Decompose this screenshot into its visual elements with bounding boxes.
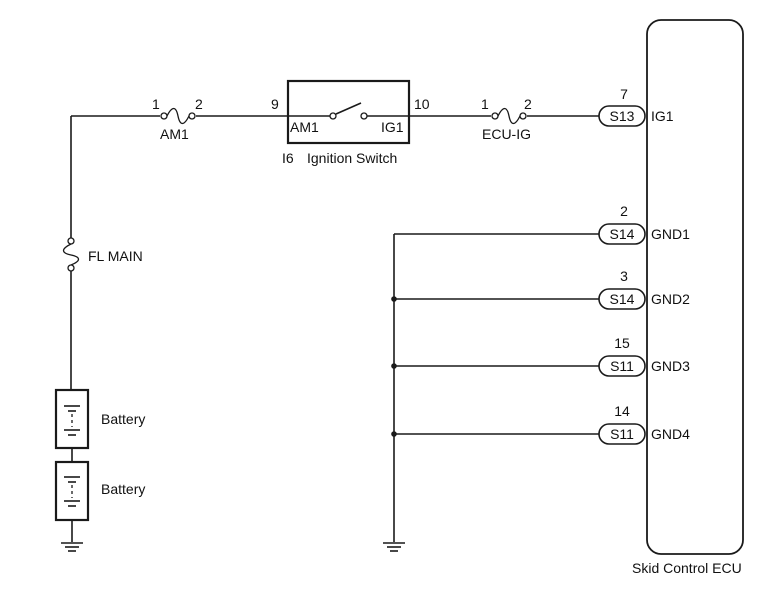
- terminal-name: IG1: [651, 108, 674, 124]
- ecu-ig-pin-right: 2: [524, 96, 532, 112]
- terminal-connector: S13: [610, 108, 635, 124]
- battery-1: Battery: [54, 388, 145, 450]
- terminal-connector: S14: [610, 226, 635, 242]
- ignition-terminal-ig1: IG1: [381, 119, 404, 135]
- ignition-terminal-am1: AM1: [290, 119, 319, 135]
- terminal-pin: 3: [620, 268, 628, 284]
- ignition-switch: 9 10 AM1 IG1 I6 Ignition Switch: [271, 79, 430, 166]
- ecu-label: Skid Control ECU: [632, 560, 742, 576]
- terminal-pin: 2: [620, 203, 628, 219]
- fl-main-fuse: FL MAIN: [62, 237, 143, 390]
- ground-symbol-ecu: [383, 542, 405, 552]
- ecu-terminal-gnd4: S11 14 GND4: [598, 403, 690, 445]
- ignition-pin-in: 9: [271, 96, 279, 112]
- terminal-name: GND2: [651, 291, 690, 307]
- ignition-connector: I6: [282, 150, 294, 166]
- ground-symbol-battery: [61, 542, 83, 552]
- terminal-pin: 7: [620, 86, 628, 102]
- terminal-connector: S11: [610, 358, 634, 374]
- battery-2: Battery: [54, 460, 145, 522]
- ecu-terminal-gnd3: S11 15 GND3: [598, 335, 690, 377]
- am1-fuse-label: AM1: [160, 126, 189, 142]
- battery-1-label: Battery: [101, 411, 145, 427]
- terminal-name: GND1: [651, 226, 690, 242]
- ecu-terminal-ig1: S13 7 IG1: [598, 86, 674, 127]
- terminal-connector: S11: [610, 426, 634, 442]
- terminal-name: GND3: [651, 358, 690, 374]
- skid-control-ecu: Skid Control ECU: [632, 19, 744, 576]
- am1-pin-right: 2: [195, 96, 203, 112]
- ecu-terminal-gnd1: S14 2 GND1: [598, 203, 690, 245]
- battery-2-label: Battery: [101, 481, 145, 497]
- power-wire: [70, 115, 599, 238]
- ignition-switch-label: Ignition Switch: [307, 150, 397, 166]
- ecu-terminal-gnd2: S14 3 GND2: [598, 268, 690, 310]
- terminal-pin: 15: [614, 335, 630, 351]
- am1-pin-left: 1: [152, 96, 160, 112]
- am1-fuse: 1 2 AM1: [152, 96, 203, 142]
- fl-main-label: FL MAIN: [88, 248, 143, 264]
- ecu-ig-fuse: 1 2 ECU-IG: [481, 96, 532, 142]
- ground-bus: [391, 233, 599, 542]
- terminal-pin: 14: [614, 403, 630, 419]
- ecu-ig-pin-left: 1: [481, 96, 489, 112]
- terminal-name: GND4: [651, 426, 690, 442]
- ignition-pin-out: 10: [414, 96, 430, 112]
- ecu-ig-fuse-label: ECU-IG: [482, 126, 531, 142]
- terminal-connector: S14: [610, 291, 635, 307]
